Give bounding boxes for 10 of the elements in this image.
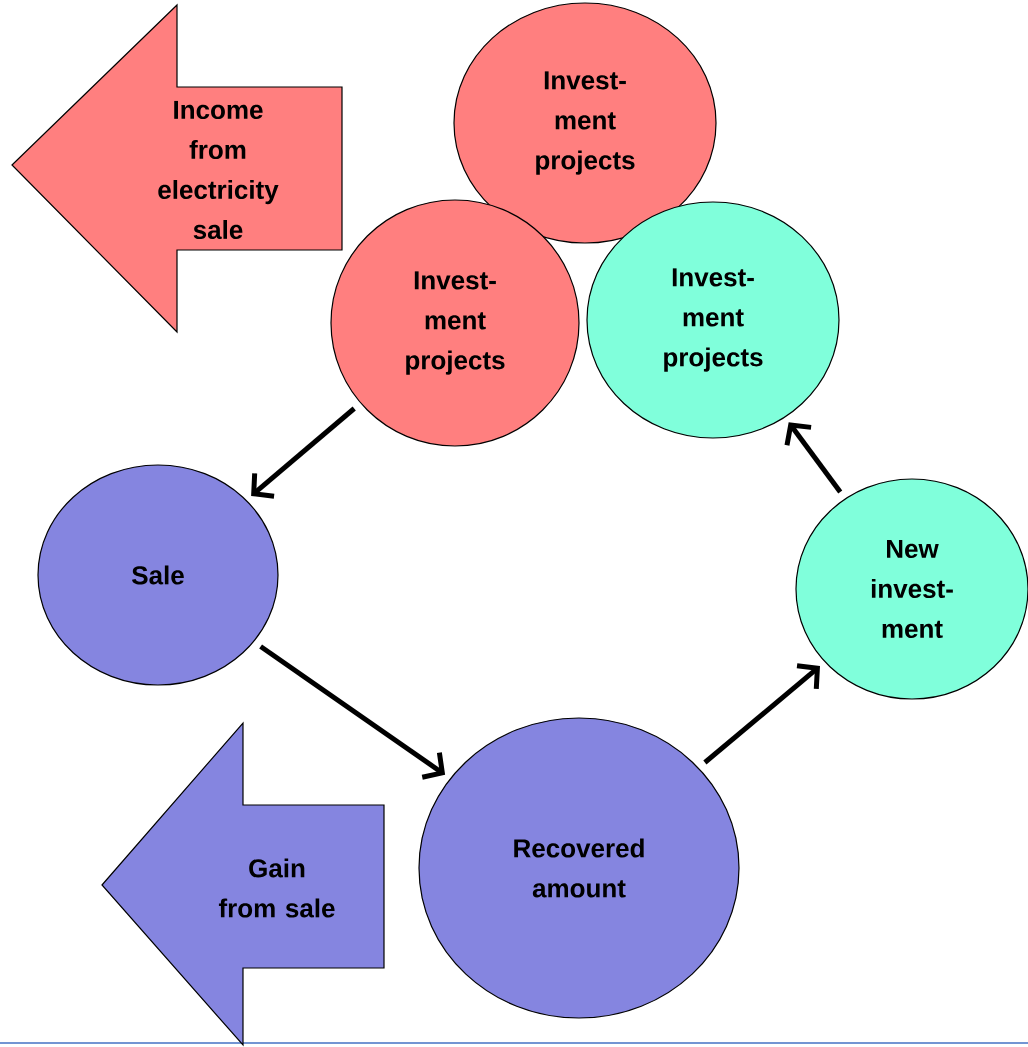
arrow <box>703 663 820 765</box>
arrow <box>784 422 843 494</box>
circle-node: Invest- ment projects <box>453 2 717 244</box>
circle-node: Sale <box>37 464 279 686</box>
arrow <box>259 644 446 780</box>
circle-node: Invest- ment projects <box>330 199 580 447</box>
circle-node: Invest- ment projects <box>586 201 840 439</box>
circle-node: Recovered amount <box>418 717 740 1019</box>
arrow <box>251 406 356 499</box>
circle-node: New invest- ment <box>795 478 1028 700</box>
